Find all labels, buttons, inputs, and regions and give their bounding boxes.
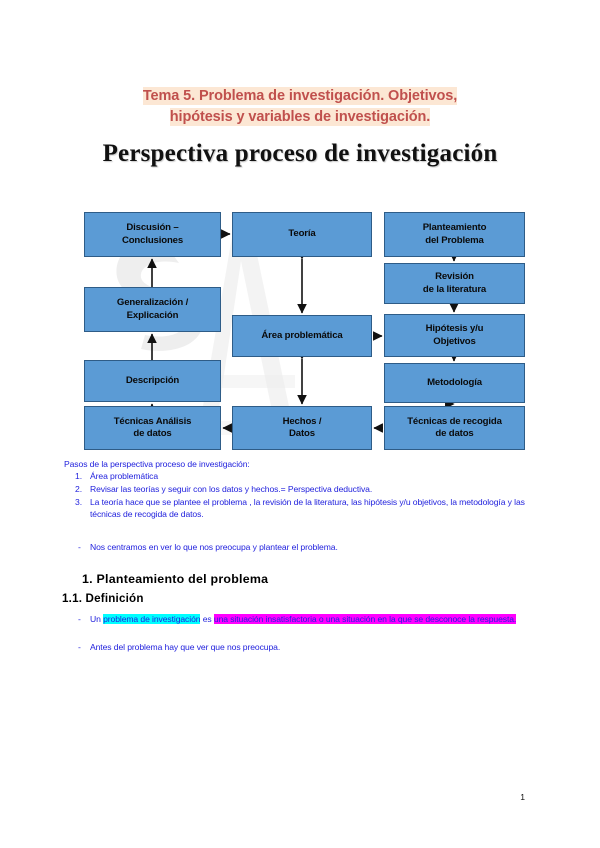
numbered-list-item: 3. La teoría hace que se plantee el probl… bbox=[64, 496, 534, 521]
page-number: 1 bbox=[520, 792, 525, 802]
diagram-box-metodologia[interactable]: Metodología bbox=[384, 363, 525, 403]
diagram-box-label: Metodología bbox=[427, 376, 482, 388]
heading-definicion: 1.1. Definición bbox=[62, 592, 144, 605]
heading-planteamiento-del-problema: 1. Planteamiento del problema bbox=[82, 572, 269, 586]
lead-paragraph: Pasos de la perspectiva proceso de inves… bbox=[64, 459, 250, 469]
bullet-last-marker: - bbox=[78, 642, 81, 652]
list-item-marker: 1. bbox=[75, 471, 82, 481]
list-item-marker: 3. bbox=[75, 496, 82, 507]
diagram-box-descripcion[interactable]: Descripción bbox=[84, 360, 221, 402]
diagram-box-label: Generalización /Explicación bbox=[116, 297, 189, 321]
bullet-after-list: - Nos centramos en ver lo que nos preocu… bbox=[64, 541, 534, 553]
numbered-list-item: 2. Revisar las teorías y seguir con los d… bbox=[64, 483, 534, 495]
list-item-text: Área problemática bbox=[90, 471, 159, 481]
document-title-line-2: hipótesis y variables de investigación. bbox=[169, 108, 431, 126]
bullet-last-text: Antes del problema hay que ver que nos p… bbox=[90, 642, 281, 652]
diagram-box-hechos-datos[interactable]: Hechos /Datos bbox=[232, 406, 372, 450]
diagram-box-label: Teoría bbox=[288, 228, 316, 240]
section-heading-perspectiva: Perspectiva proceso de investigación bbox=[102, 140, 498, 167]
diagram-box-discusion[interactable]: Discusión –Conclusiones bbox=[84, 212, 221, 257]
definition-block: - Un problema de investigación es una si… bbox=[64, 613, 534, 626]
diagram-box-label: Hechos /Datos bbox=[282, 415, 322, 440]
definition-highlight-magenta: una situación insatisfactoria o una situ… bbox=[213, 614, 517, 624]
definition-marker: - bbox=[78, 614, 81, 624]
numbered-list-item: 1. Área problemática bbox=[64, 470, 534, 482]
diagram-box-label: Descripción bbox=[125, 374, 180, 386]
bullet-marker: - bbox=[78, 542, 81, 552]
definition-plain-2: es bbox=[200, 614, 214, 624]
definition-plain-1: Un bbox=[90, 614, 104, 624]
diagram-box-label: Área problemática bbox=[261, 329, 343, 341]
diagram-box-label: Discusión –Conclusiones bbox=[121, 222, 184, 246]
list-item-text: Revisar las teorías y seguir con los dat… bbox=[90, 483, 373, 494]
diagram-box-teoria[interactable]: Teoría bbox=[232, 212, 372, 257]
list-item-text: La teoría hace que se plantee el problem… bbox=[90, 496, 525, 520]
definition-highlight-cyan: problema de investigación bbox=[103, 614, 201, 624]
diagram-box-area-problematica[interactable]: Área problemática bbox=[232, 315, 372, 357]
numbered-list: 1. Área problemática 2. Revisar las teorías… bbox=[64, 470, 534, 521]
diagram-box-generalizacion[interactable]: Generalización /Explicación bbox=[84, 287, 221, 332]
bullet-last: - Antes del problema hay que ver que nos… bbox=[64, 641, 534, 653]
list-item-marker: 2. bbox=[75, 483, 82, 494]
bullet-text: Nos centramos en ver lo que nos preocupa… bbox=[90, 542, 338, 552]
document-title-line-1: Tema 5. Problema de investigación. Objet… bbox=[142, 87, 458, 105]
document-title: Tema 5. Problema de investigación. Objet… bbox=[92, 86, 508, 128]
definition-text: Un problema de investigación es una situ… bbox=[90, 613, 534, 626]
